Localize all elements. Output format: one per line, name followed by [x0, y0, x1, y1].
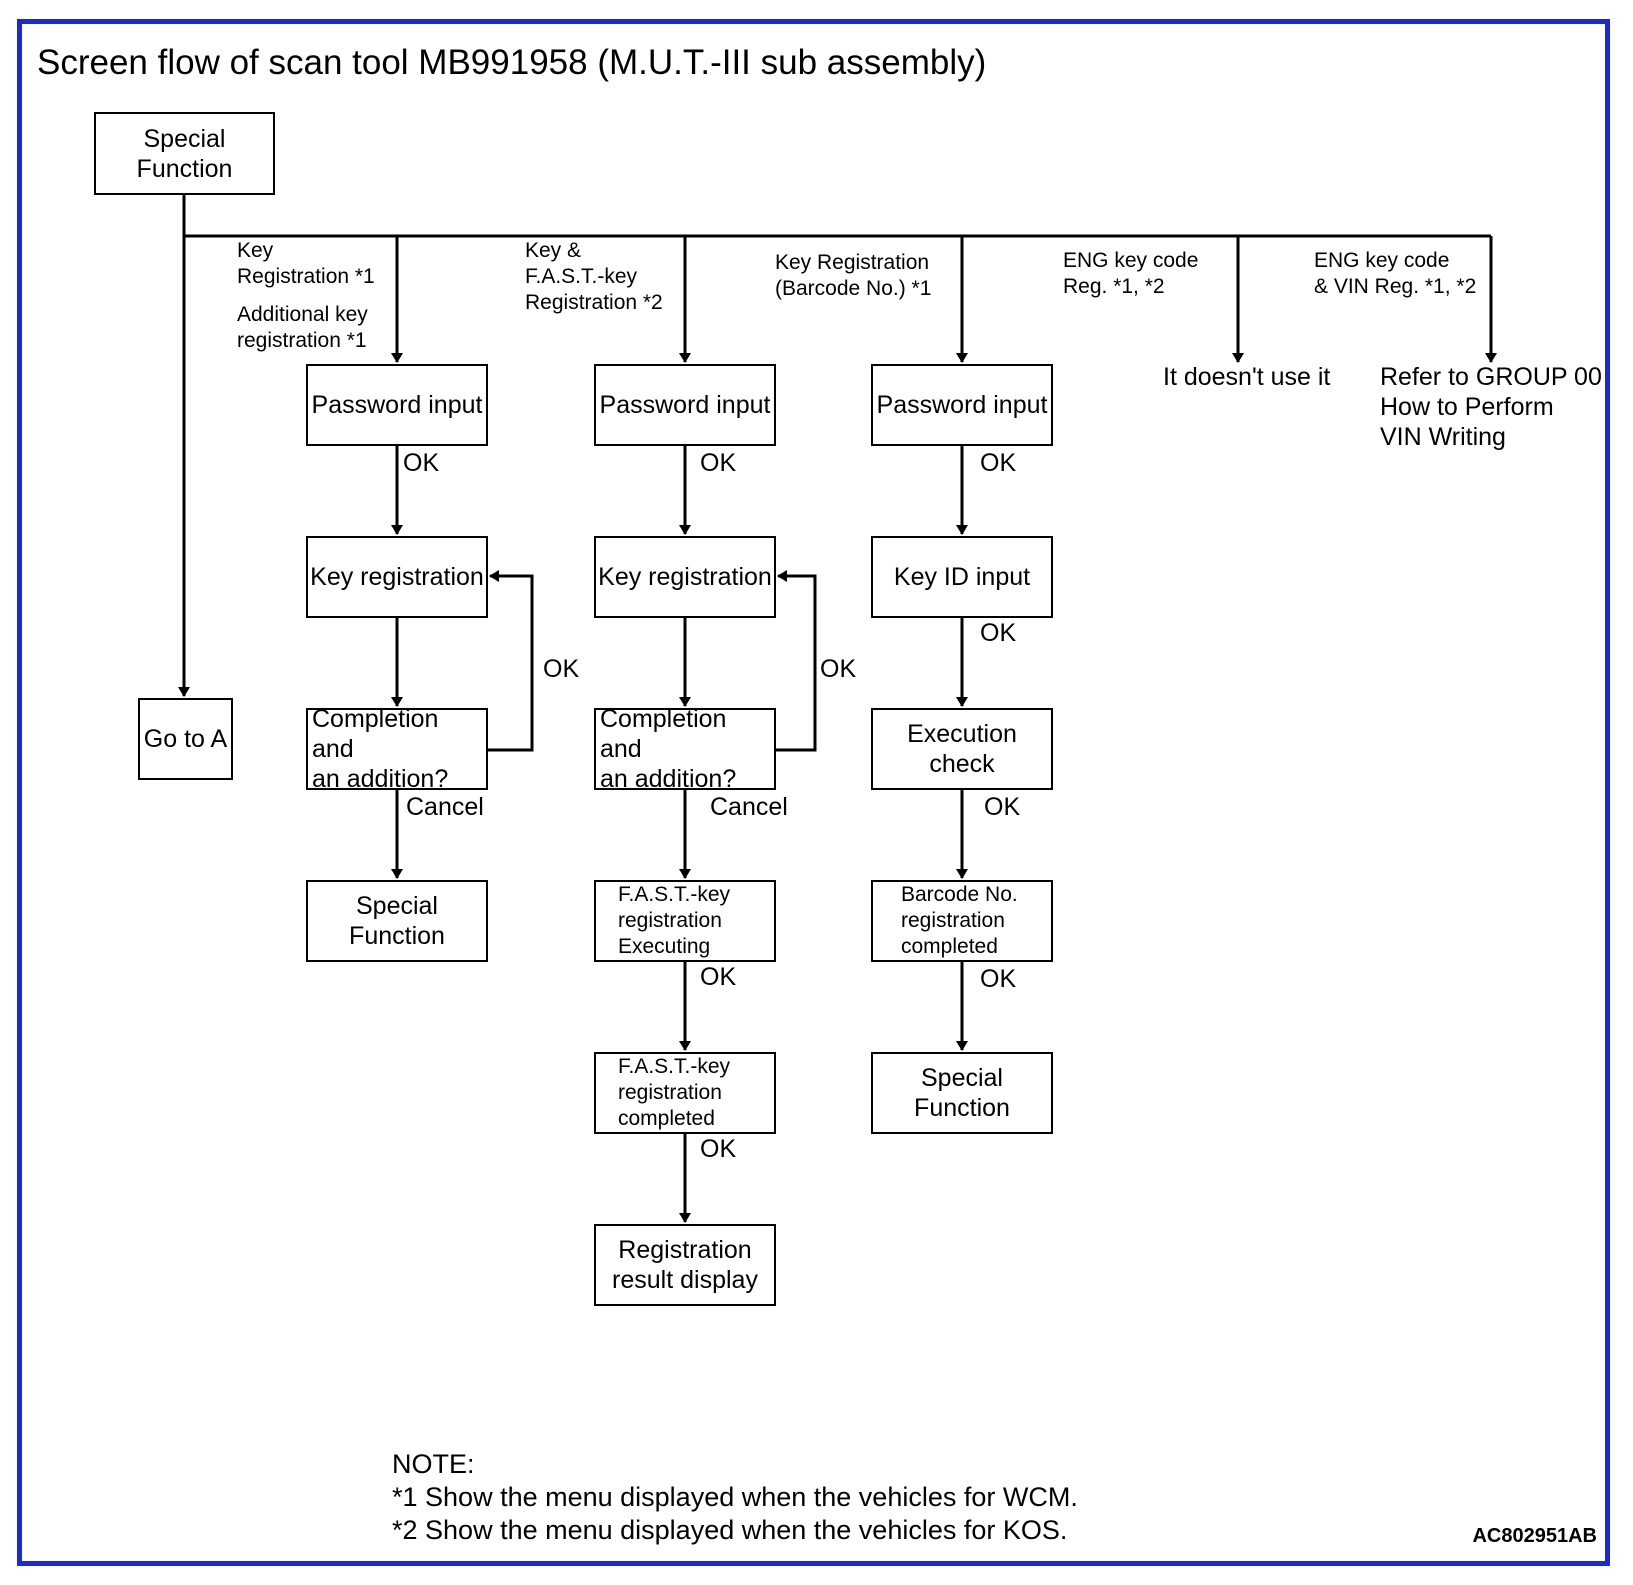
node-c3-execution-check: Execution check [871, 708, 1053, 790]
node-go-to-a: Go to A [138, 698, 233, 780]
node-label: Registration result display [612, 1236, 758, 1294]
node-c2-registration-result: Registration result display [594, 1224, 776, 1306]
edge-c1-loop [488, 570, 534, 752]
edge-c2-loop [776, 570, 817, 752]
edge-label-cancel: Cancel [710, 793, 788, 821]
edge-label-ok: OK [403, 449, 440, 477]
edge-label-ok: OK [543, 655, 580, 683]
node-c2-key-registration: Key registration [594, 536, 776, 618]
outcome-refer-group-00: Refer to GROUP 00 How to Perform VIN Wri… [1380, 363, 1602, 451]
edge-label-ok: OK [820, 655, 857, 683]
edge-label-cancel: Cancel [406, 793, 484, 821]
edge-label-ok: OK [700, 449, 737, 477]
node-c3-barcode-completed: Barcode No. registration completed [871, 880, 1053, 962]
branch-label-eng-key: ENG key code Reg. *1, *2 [1063, 249, 1199, 298]
node-c3-key-id-input: Key ID input [871, 536, 1053, 618]
diagram-frame [17, 19, 1610, 1566]
node-label: Special Function [136, 124, 233, 183]
node-label: Password input [599, 391, 771, 419]
node-label: Password input [311, 391, 483, 419]
node-c2-fast-completed: F.A.S.T.-key registration completed [594, 1052, 776, 1134]
branch-label-key-fast: Key & F.A.S.T.-key Registration *2 [525, 239, 663, 314]
figure-code: AC802951AB [1472, 1525, 1597, 1547]
branch-label-eng-vin: ENG key code & VIN Reg. *1, *2 [1314, 249, 1477, 298]
branch-label-additional-key: Additional key registration *1 [237, 303, 368, 352]
edge-label-ok: OK [700, 1135, 737, 1163]
edge-label-ok: OK [984, 793, 1021, 821]
edge-label-ok: OK [980, 965, 1017, 993]
node-label: Barcode No. registration completed [901, 883, 1018, 958]
diagram-title: Screen flow of scan tool MB991958 (M.U.T… [37, 43, 987, 82]
node-label: Special Function [914, 1064, 1010, 1122]
node-c1-password-input: Password input [306, 364, 488, 446]
node-label: Completion and an addition? [312, 705, 449, 793]
node-special-function-root: Special Function [94, 112, 275, 195]
node-label: F.A.S.T.-key registration completed [618, 1055, 731, 1130]
node-c3-special-function: Special Function [871, 1052, 1053, 1134]
node-c1-special-function: Special Function [306, 880, 488, 962]
node-label: F.A.S.T.-key registration Executing [618, 883, 731, 958]
footnote: NOTE: *1 Show the menu displayed when th… [392, 1449, 1078, 1545]
outcome-not-used: It doesn't use it [1163, 363, 1331, 391]
node-c3-password-input: Password input [871, 364, 1053, 446]
node-label: Execution check [907, 720, 1017, 778]
node-c2-fast-executing: F.A.S.T.-key registration Executing [594, 880, 776, 962]
node-c1-completion: Completion and an addition? [306, 705, 488, 793]
branch-label-key-registration: Key Registration *1 [237, 239, 375, 288]
edge-label-ok: OK [980, 619, 1017, 647]
node-label: Key registration [310, 563, 484, 591]
node-label: Completion and an addition? [600, 705, 737, 793]
node-label: Key ID input [893, 563, 1031, 591]
node-label: Password input [876, 391, 1048, 419]
node-c1-key-registration: Key registration [306, 536, 488, 618]
node-label: Special Function [349, 892, 445, 950]
edge-label-ok: OK [700, 963, 737, 991]
node-label: Key registration [598, 563, 772, 591]
node-c2-completion: Completion and an addition? [594, 705, 776, 793]
edge-label-ok: OK [980, 449, 1017, 477]
node-label: Go to A [143, 725, 228, 753]
node-c2-password-input: Password input [594, 364, 776, 446]
branch-label-barcode: Key Registration (Barcode No.) *1 [775, 251, 932, 300]
